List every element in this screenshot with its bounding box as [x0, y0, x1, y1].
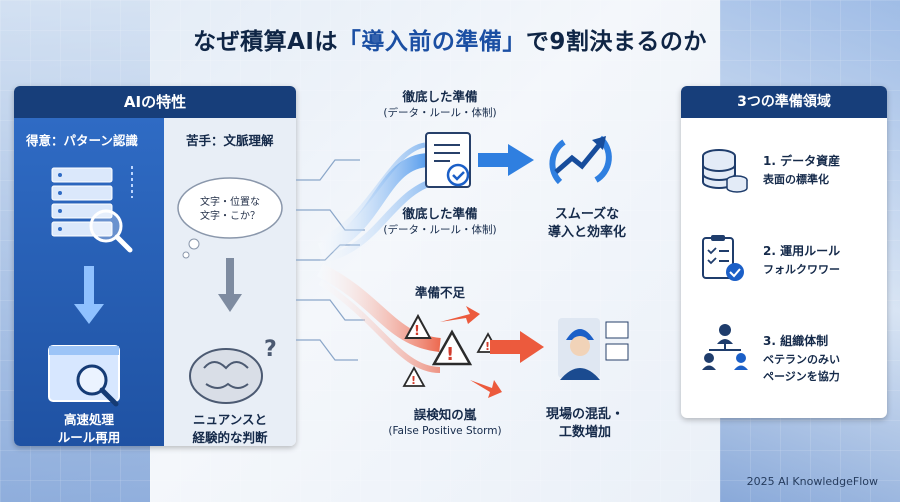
warning-icon: ! — [402, 366, 426, 387]
arrow-down-icon — [218, 258, 242, 312]
svg-text:!: ! — [446, 344, 454, 365]
weakness-label: 苦手：文脈理解 — [186, 133, 274, 148]
context-understanding-illustration: ? — [177, 177, 283, 404]
cloud-text: 文字・位置な 文字・こか？ — [200, 197, 260, 222]
weakness-result: ニュアンスと 経験的な判断 — [192, 412, 268, 445]
svg-text:!: ! — [411, 374, 416, 387]
brain-icon: ? — [189, 337, 277, 404]
svg-text:?: ? — [264, 337, 277, 362]
strength-label: 得意：パターン認識 — [26, 133, 138, 148]
prep-domains-heading: 3つの準備領域 — [681, 86, 887, 118]
arrow-right-icon — [478, 144, 534, 176]
storm: 誤検知の嵐 (False Positive Storm) — [388, 407, 502, 437]
page-title: なぜ積算AIは「導入前の準備」で9割決まるのか — [193, 29, 707, 55]
worker-icon — [558, 318, 629, 380]
warning-icon: ! — [431, 329, 473, 366]
document-check-icon — [425, 132, 471, 188]
strength-column: 得意：パターン認識 — [14, 118, 164, 446]
red-flow-ribbon — [316, 263, 441, 373]
fast-processing-icon — [48, 345, 120, 407]
team-icon — [702, 324, 748, 370]
ai-characteristics-panel: AIの特性 得意：パターン認識 — [14, 86, 296, 446]
arrow-down-icon — [74, 266, 104, 324]
pattern-recognition-illustration — [48, 166, 133, 407]
checklist-icon — [702, 235, 744, 281]
weakness-column: 苦手：文脈理解 ? 文字・位置な 文字・こか？ ニュアンスと 経験的な判断 — [164, 118, 296, 446]
prep-mid: 徹底した準備 (データ・ルール・体制) — [383, 206, 497, 236]
magnifier-icon — [89, 209, 133, 253]
smooth-result: スムーズな 導入と効率化 — [547, 207, 626, 241]
thought-cloud-icon — [177, 177, 283, 259]
svg-text:!: ! — [485, 340, 490, 353]
blue-flow-ribbon — [317, 142, 441, 264]
strength-result: 高速処理 ルール再用 — [57, 412, 121, 445]
chaos-result: 現場の混乱・ 工数増加 — [545, 407, 624, 441]
growth-cycle-icon — [549, 135, 612, 185]
svg-text:!: ! — [414, 324, 420, 339]
prep-item-data: 1. データ資産 表面の標準化 — [763, 154, 841, 186]
arrow-right-icon — [490, 331, 544, 363]
warning-icon: ! — [404, 313, 432, 339]
prep-item-rules: 2. 運用ルール フォルクワワー — [763, 244, 841, 276]
lack-title: 準備不足 — [414, 285, 465, 300]
scatter-arrows — [440, 306, 502, 398]
database-icon — [702, 149, 748, 193]
prep-item-organization: 3. 組織体制 ベテランのみい ページンを協力 — [763, 334, 840, 383]
prep-domains-panel: 3つの準備領域 1. データ資産 表面の標準化 2. 運用ルール フォルクワワー… — [681, 86, 887, 418]
ai-panel-heading: AIの特性 — [14, 86, 296, 118]
footer-credit: 2025 AI KnowledgeFlow — [746, 475, 878, 488]
prep-top: 徹底した準備 (データ・ルール・体制) — [383, 89, 497, 119]
